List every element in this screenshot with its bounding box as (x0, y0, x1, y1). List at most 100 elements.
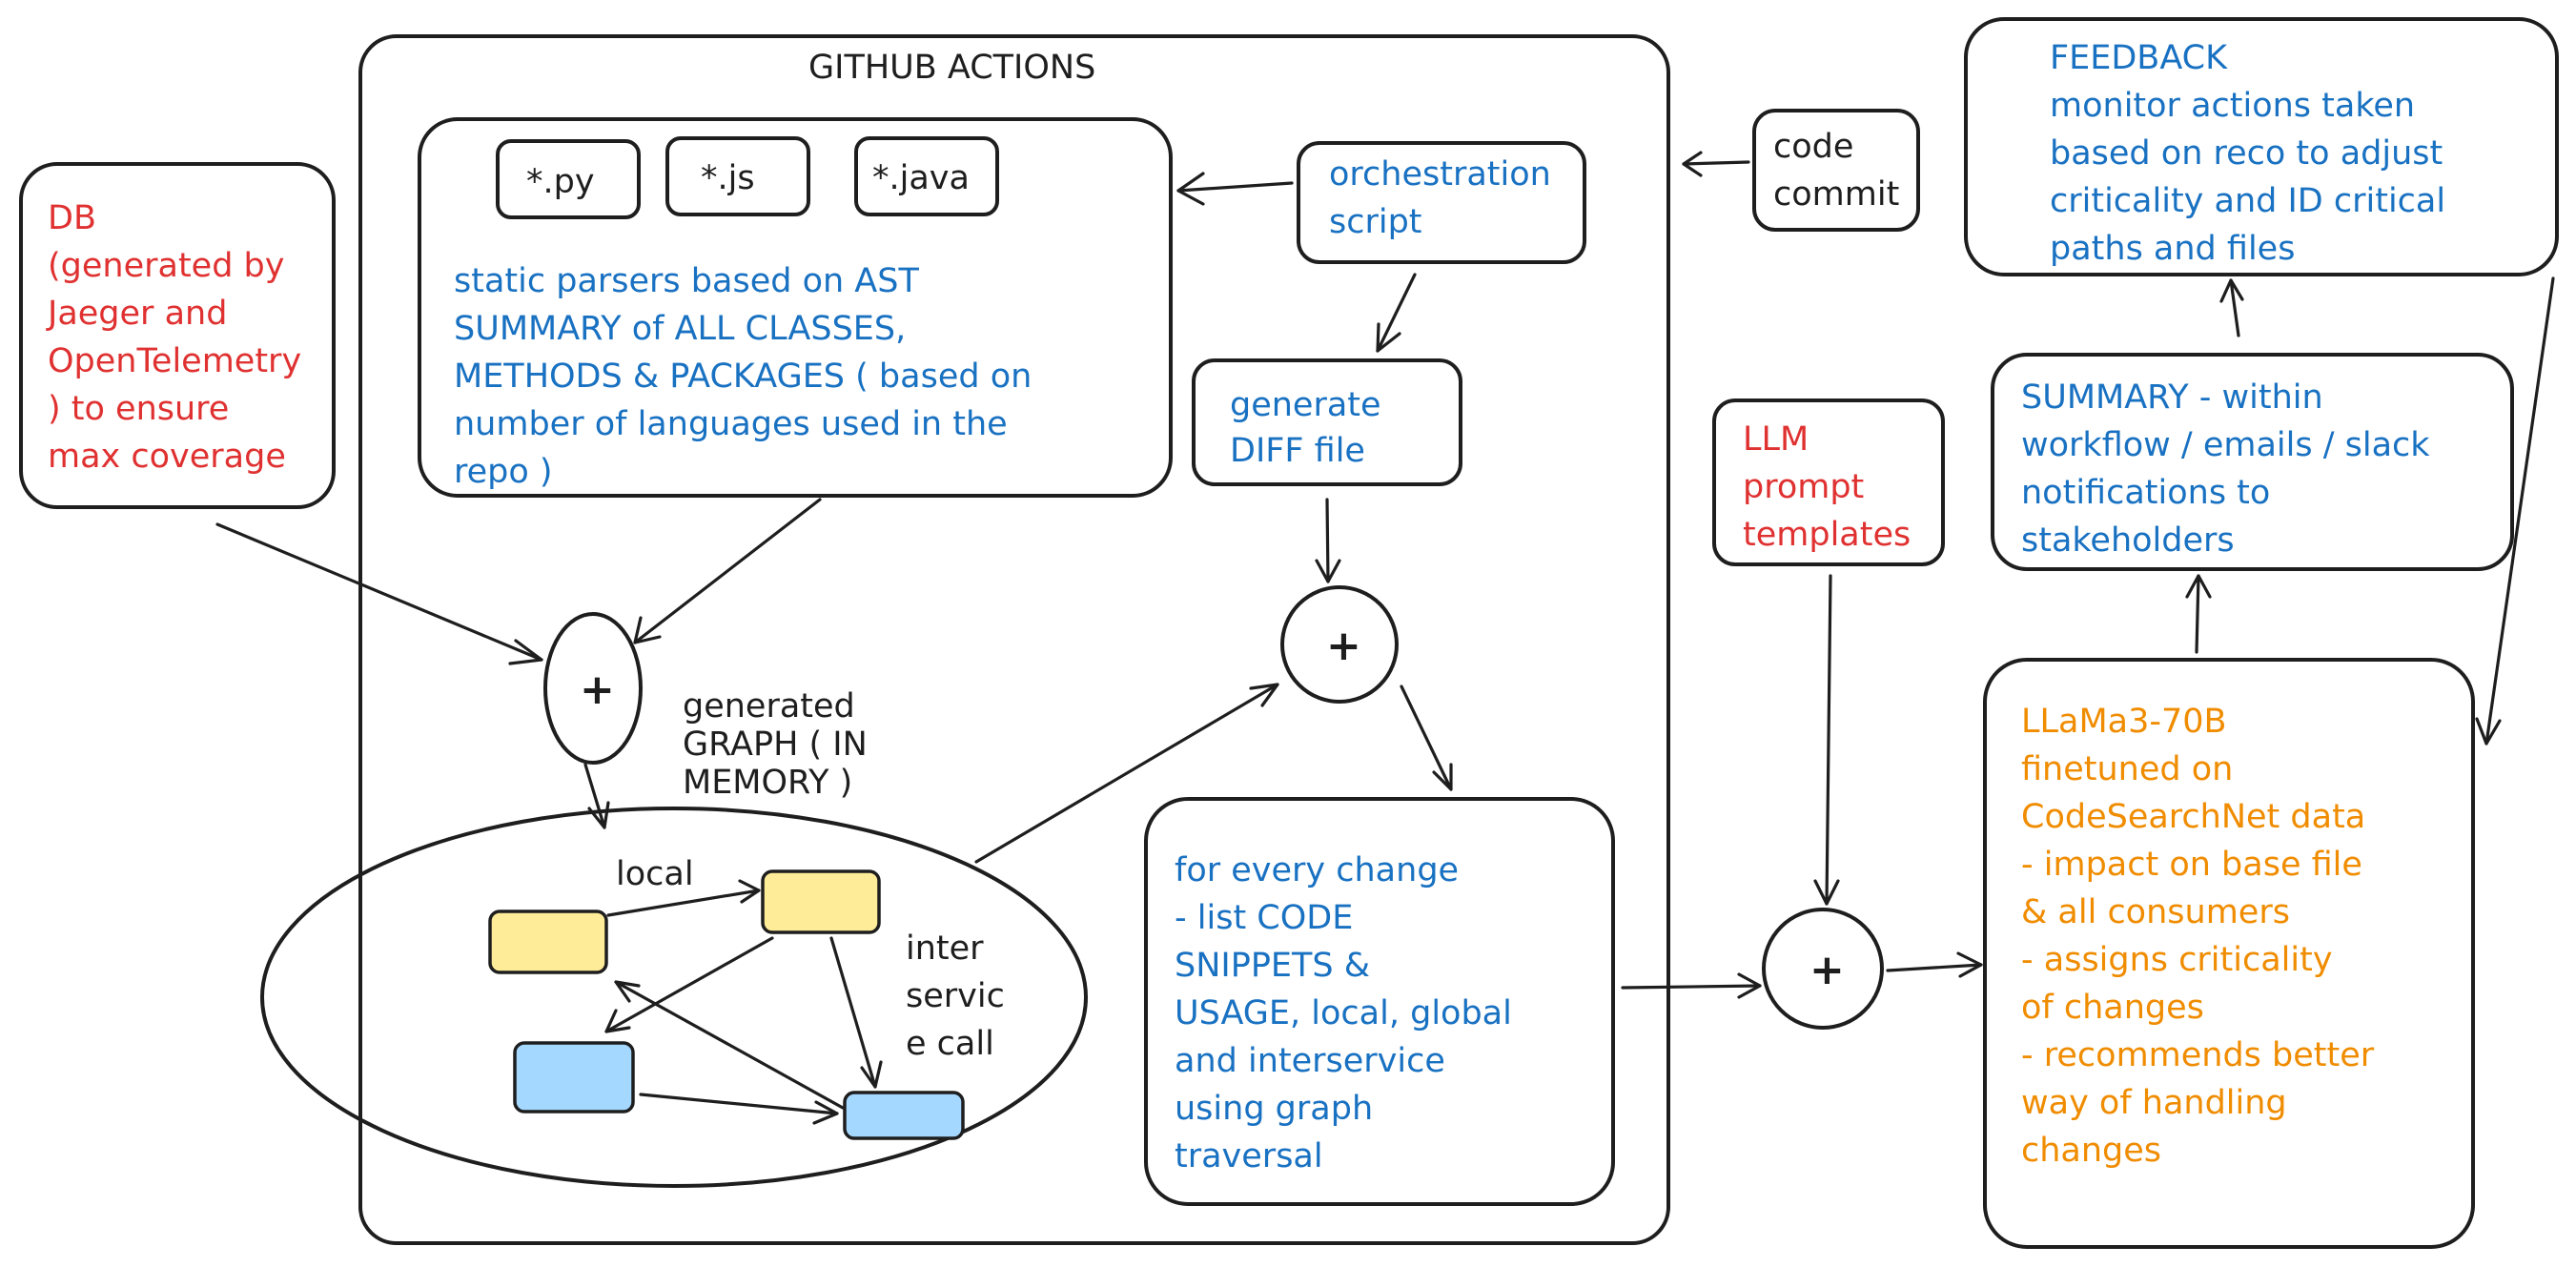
parsers-line-2: SUMMARY of ALL CLASSES, (454, 310, 906, 348)
arrow-graph-to-plus (974, 683, 1279, 864)
change-line-3: SNIPPETS & (1175, 947, 1370, 985)
merge-plus-circle-left (543, 612, 643, 765)
code-commit-text: code commit (1773, 128, 1899, 214)
feedback-line-5: paths and files (2050, 230, 2295, 268)
graph-label: generated GRAPH ( IN MEMORY ) (683, 687, 878, 802)
graph-node-blue-right (843, 1091, 965, 1140)
db-line-5: ) to ensure (48, 390, 229, 428)
orchestration-line-2: script (1329, 203, 1422, 241)
edge-yellow-to-blue-right (829, 936, 883, 1089)
orchestration-text: orchestration script (1329, 155, 1562, 241)
arrow-orchestration-to-parsers (1176, 172, 1294, 206)
summary-line-2: workflow / emails / slack (2021, 426, 2430, 464)
llama-line-4: - impact on base file (2021, 846, 2362, 884)
summary-line-3: notifications to (2021, 474, 2270, 512)
feedback-line-2: monitor actions taken (2050, 87, 2415, 125)
db-line-2: (generated by (48, 247, 285, 285)
java-file-label: *.java (872, 159, 970, 197)
arrow-plus-to-change (1400, 685, 1453, 791)
llm-templates-text: LLM prompt templates (1743, 420, 1911, 554)
llama-line-7: of changes (2021, 989, 2204, 1027)
parsers-line-1: static parsers based on AST (454, 262, 919, 300)
parsers-line-3: METHODS & PACKAGES ( based on (454, 358, 1032, 396)
edge-blue-left-to-blue-right (639, 1093, 839, 1125)
db-text: DB (generated by Jaeger and OpenTelemetr… (46, 199, 312, 476)
summary-box (1991, 353, 2514, 571)
py-file-box (496, 139, 641, 219)
edge-yellow-to-blue-left (604, 936, 774, 1033)
graph-node-blue-left (513, 1041, 635, 1114)
change-line-2: - list CODE (1175, 899, 1353, 937)
graph-label-line-1: generated (683, 687, 855, 725)
change-line-5: and interservice (1175, 1042, 1445, 1080)
diff-text: generate DIFF file (1230, 386, 1392, 470)
change-text: for every change - list CODE SNIPPETS & … (1175, 851, 1523, 1175)
interservice-label: inter servic e call (906, 930, 1015, 1063)
arrow-llm-to-plus (1813, 574, 1840, 906)
arrow-plus-to-llama (1886, 951, 1983, 978)
merge-plus-left: + (580, 665, 615, 714)
feedback-line-4: criticality and ID critical (2050, 182, 2445, 220)
graph-node-yellow-left (488, 909, 608, 974)
interservice-line-3: e call (906, 1025, 994, 1063)
change-box (1144, 797, 1615, 1206)
change-line-7: traversal (1175, 1137, 1323, 1175)
summary-line-1: SUMMARY - within (2021, 378, 2323, 417)
llama-line-3: CodeSearchNet data (2021, 798, 2365, 836)
feedback-box (1964, 17, 2559, 276)
arrow-feedback-to-llama (2475, 276, 2555, 746)
code-commit-line-1: code (1773, 128, 1853, 166)
graph-label-line-3: MEMORY ) (683, 764, 852, 802)
interservice-line-2: servic (906, 977, 1005, 1015)
js-file-box (665, 136, 810, 216)
parsers-line-4: number of languages used in the (454, 405, 1008, 443)
diff-line-2: DIFF file (1230, 432, 1365, 470)
orchestration-line-1: orchestration (1329, 155, 1551, 194)
llama-line-9: way of handling (2021, 1084, 2287, 1122)
llama-box (1983, 658, 2475, 1249)
arrow-change-to-plus (1621, 972, 1762, 999)
arrow-db-to-plus (215, 522, 543, 665)
arrow-diff-to-plus (1315, 498, 1341, 583)
change-line-6: using graph (1175, 1090, 1373, 1128)
local-edge-label: local (616, 855, 694, 893)
change-line-1: for every change (1175, 851, 1459, 889)
graph-label-line-2: GRAPH ( IN (683, 725, 868, 764)
feedback-text: FEEDBACK monitor actions taken based on … (2050, 39, 2456, 268)
feedback-line-3: based on reco to adjust (2050, 134, 2443, 173)
change-line-4: USAGE, local, global (1175, 994, 1512, 1032)
java-file-box (854, 136, 999, 216)
py-file-label: *.py (526, 163, 595, 201)
llama-line-2: finetuned on (2021, 750, 2233, 788)
github-actions-container (358, 34, 1670, 1245)
code-commit-line-2: commit (1773, 175, 1899, 214)
merge-plus-circle-right (1762, 908, 1884, 1030)
summary-line-4: stakeholders (2021, 521, 2235, 560)
arrow-plus-to-graph (583, 763, 610, 829)
db-line-3: Jaeger and (46, 295, 227, 333)
arrow-parsers-to-plus (633, 498, 822, 644)
llama-line-8: - recommends better (2021, 1036, 2375, 1074)
llama-line-6: - assigns criticality (2021, 941, 2333, 979)
summary-text: SUMMARY - within workflow / emails / sla… (2021, 378, 2441, 560)
db-box (19, 162, 336, 509)
parsers-text: static parsers based on AST SUMMARY of A… (454, 262, 1042, 491)
edge-blue-right-to-yellow-left (614, 980, 845, 1110)
js-file-label: *.js (701, 159, 755, 197)
diff-box (1192, 358, 1462, 486)
orchestration-box (1297, 141, 1586, 264)
code-commit-box (1752, 109, 1920, 232)
db-line-1: DB (48, 199, 96, 237)
parsers-box (418, 117, 1173, 498)
graph-node-yellow-right (761, 869, 881, 934)
llama-line-10: changes (2021, 1132, 2161, 1170)
llm-line-1: LLM (1743, 420, 1809, 459)
arrow-commit-to-orchestration (1682, 151, 1750, 177)
graph-ellipse (260, 807, 1088, 1188)
llama-text: LLaMa3-70B finetuned on CodeSearchNet da… (2021, 703, 2384, 1170)
arrow-summary-to-feedback (2219, 278, 2244, 337)
github-actions-title: GITHUB ACTIONS (808, 49, 1095, 87)
merge-plus-middle: + (1326, 622, 1361, 670)
llm-line-3: templates (1743, 516, 1911, 554)
